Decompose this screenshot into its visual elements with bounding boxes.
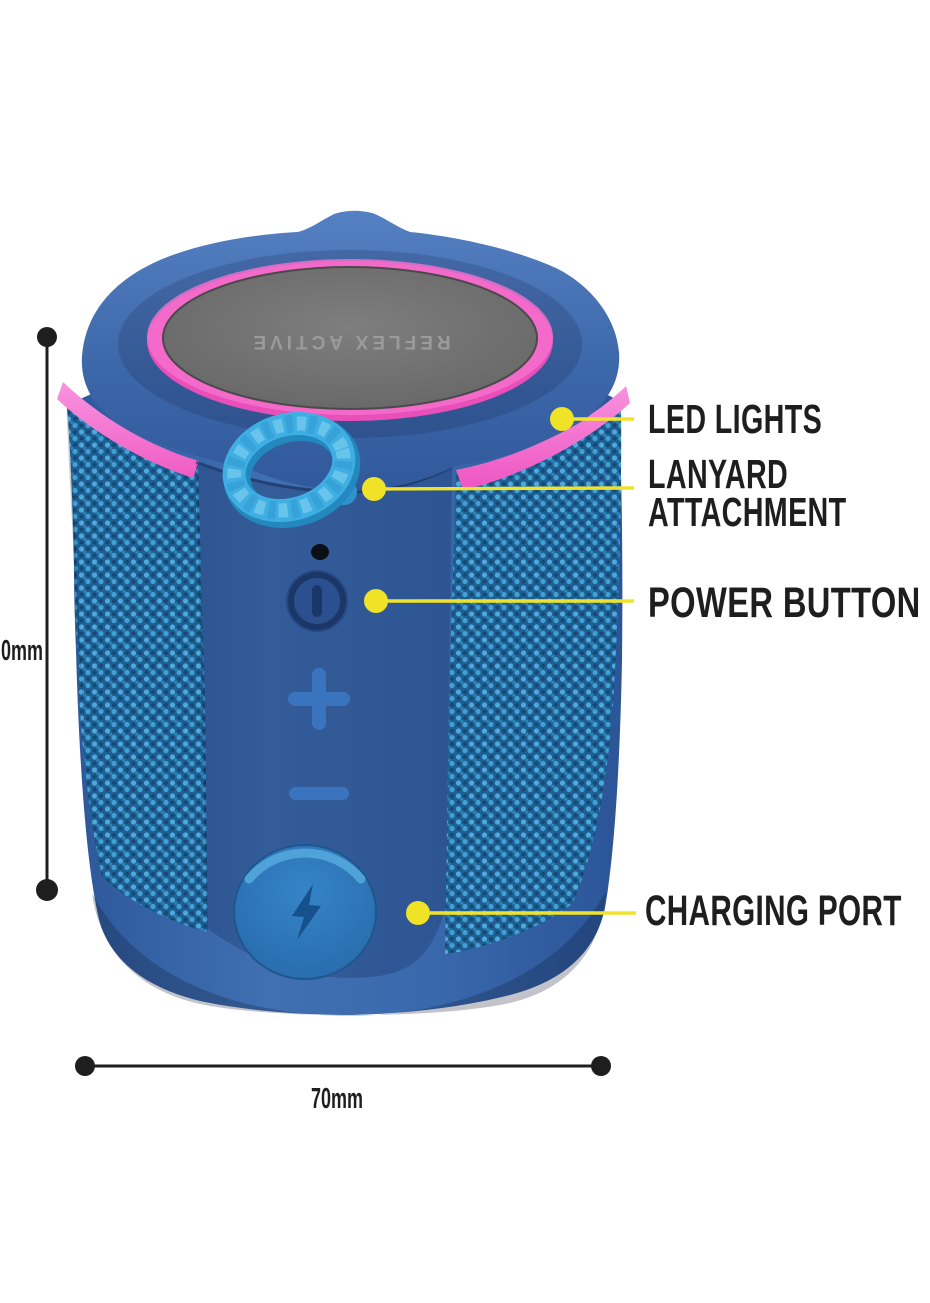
brand-text: REFLEX ACTIVE — [249, 331, 450, 352]
led-light-band — [57, 382, 630, 490]
charging-port — [233, 844, 377, 980]
power-button-icon — [286, 570, 348, 632]
callout-dots — [362, 407, 574, 925]
speaker-top-plate — [162, 266, 538, 410]
power-callout-dot — [364, 589, 388, 613]
dimension-lines — [36, 327, 611, 1076]
led-callout-dot — [550, 407, 574, 431]
lanyard-label-line2: ATTACHMENT — [648, 489, 847, 535]
lanyard-label-line1: LANYARD — [648, 451, 789, 497]
lanyard-loop — [222, 411, 361, 529]
top-cap: REFLEX ACTIVE — [81, 210, 620, 491]
mesh-panel-left — [66, 396, 208, 932]
lanyard-attachment-label: LANYARD ATTACHMENT — [648, 451, 847, 535]
volume-down-icon — [289, 787, 349, 800]
power-button-label: POWER BUTTON — [648, 579, 921, 627]
speaker: REFLEX ACTIVE — [57, 210, 630, 1016]
height-dimension-label: 0mm — [1, 635, 43, 667]
width-dimension-label: 70mm — [311, 1083, 363, 1115]
charging-port-label: CHARGING PORT — [645, 887, 902, 935]
lanyard-callout-line — [373, 486, 635, 491]
led-lights-label: LED LIGHTS — [648, 396, 823, 442]
mic-hole — [311, 544, 329, 560]
mesh-left-shade — [66, 396, 102, 876]
lanyard-callout-dot — [362, 477, 386, 501]
callout-lines — [373, 417, 636, 915]
volume-up-icon — [288, 668, 350, 730]
charging-callout-dot — [406, 901, 430, 925]
charging-bolt-icon — [292, 884, 321, 940]
mesh-panel-right — [445, 400, 622, 954]
